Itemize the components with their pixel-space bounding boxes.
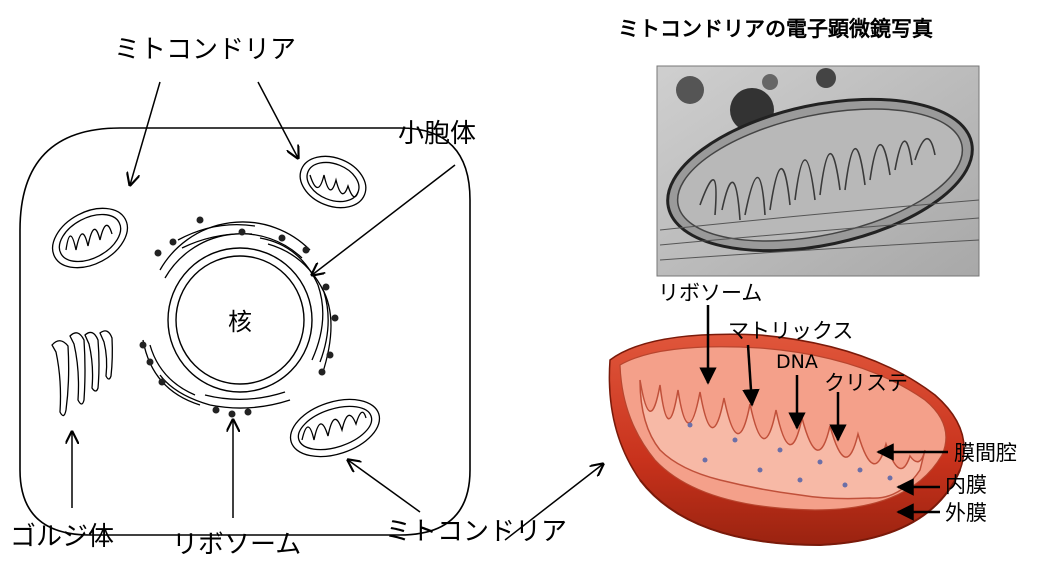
mito3d-arrows <box>699 305 948 521</box>
inner-membrane-label: 内膜 <box>945 473 987 497</box>
cell-arrows <box>72 81 603 541</box>
endoplasmic-reticulum <box>142 221 332 409</box>
micrograph-title: ミトコンドリアの電子顕微鏡写真 <box>618 17 933 41</box>
mitochondrion-cell-left <box>51 207 129 269</box>
mitochondrion-cell-top <box>299 155 367 209</box>
nucleus: 核 <box>167 247 313 393</box>
electron-micrograph <box>656 65 980 277</box>
mitochondria-label-top: ミトコンドリア <box>114 35 296 65</box>
mitochondria-label-bottom: ミトコンドリア <box>385 517 567 547</box>
cell-membrane <box>19 127 471 536</box>
vesicle-label: 小胞体 <box>398 119 476 149</box>
nucleus-label: 核 <box>228 308 252 336</box>
intermembrane-space-label: 膜間腔 <box>954 441 1017 465</box>
mitochondrion-3d <box>608 333 965 547</box>
golgi-label: ゴルジ体 <box>10 522 114 552</box>
ribosome-label-cell: リボソーム <box>172 530 301 560</box>
mitochondrion-cell-bottom <box>289 398 381 458</box>
outer-membrane-label: 外膜 <box>945 501 987 525</box>
cell <box>19 127 471 536</box>
ribosome-dots <box>139 216 339 418</box>
matrix-granules <box>687 422 893 488</box>
ribosome-label-3d: リボソーム <box>658 281 762 305</box>
dna-label: DNA <box>776 351 818 373</box>
golgi-apparatus <box>51 330 113 417</box>
cristae-label: クリステ <box>824 371 908 395</box>
matrix-label: マトリックス <box>728 319 853 343</box>
